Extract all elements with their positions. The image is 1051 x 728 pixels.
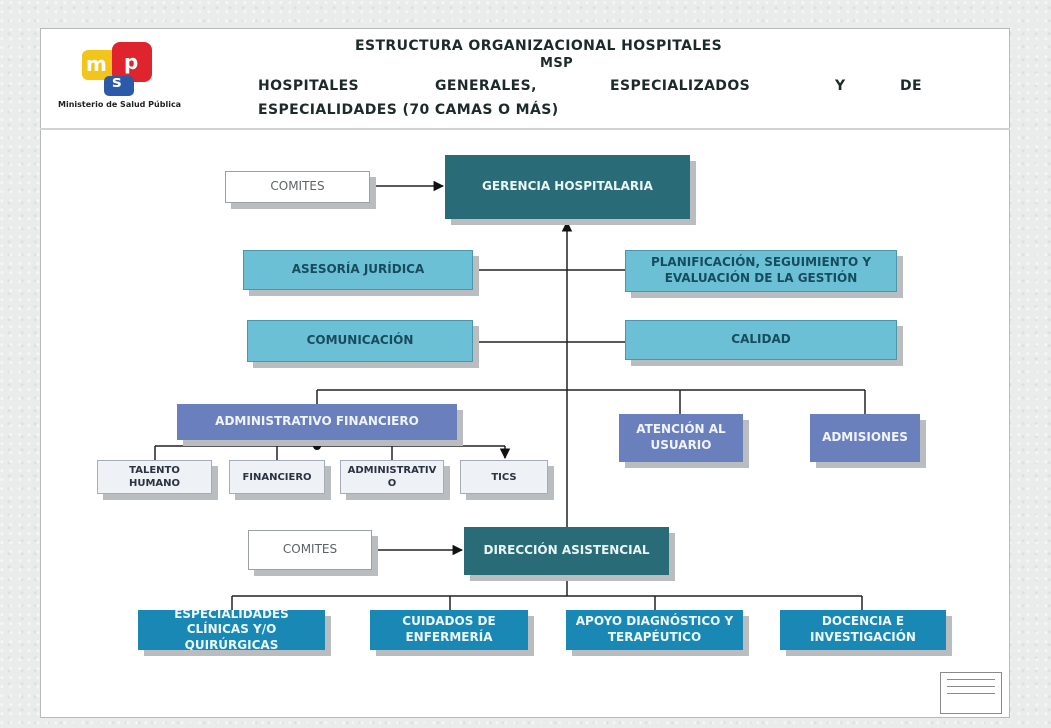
- subtitle-word-5: DE: [900, 78, 922, 94]
- comites-bottom-box: COMITES: [248, 530, 372, 570]
- header-divider: [40, 128, 1010, 130]
- logo-caption: Ministerio de Salud Pública: [58, 100, 182, 109]
- logo-letter-p: p: [124, 50, 139, 74]
- gerencia-hospitalaria-box: GERENCIA HOSPITALARIA: [445, 155, 690, 219]
- administrativo-financiero-box: ADMINISTRATIVO FINANCIERO: [177, 404, 457, 440]
- logo-blue-shape: s: [104, 72, 134, 96]
- apoyo-diagnostico-box: APOYO DIAGNÓSTICO Y TERAPÉUTICO: [566, 610, 743, 650]
- comites-top-box: COMITES: [225, 171, 370, 203]
- financiero-box: FINANCIERO: [229, 460, 325, 494]
- logo-letter-s: s: [112, 72, 122, 91]
- planificacion-box: PLANIFICACIÓN, SEGUIMIENTO Y EVALUACIÓN …: [625, 250, 897, 292]
- logo-yellow-shape: m: [82, 50, 116, 80]
- atencion-usuario-box: ATENCIÓN AL USUARIO: [619, 414, 743, 462]
- cuidados-enfermeria-box: CUIDADOS DE ENFERMERÍA: [370, 610, 528, 650]
- subtitle-word-2: GENERALES,: [435, 78, 537, 94]
- msp-logo: m p s: [82, 42, 154, 98]
- talento-humano-box: TALENTO HUMANO: [97, 460, 212, 494]
- direccion-asistencial-box: DIRECCIÓN ASISTENCIAL: [464, 527, 669, 575]
- document-stamp: [940, 672, 1002, 714]
- subtitle-line-2: ESPECIALIDADES (70 CAMAS O MÁS): [258, 102, 559, 118]
- logo-letter-m: m: [86, 52, 107, 76]
- docencia-investigacion-box: DOCENCIA E INVESTIGACIÓN: [780, 610, 946, 650]
- subtitle-word-3: ESPECIALIZADOS: [610, 78, 751, 94]
- subtitle-word-1: HOSPITALES: [258, 78, 360, 94]
- header-title: ESTRUCTURA ORGANIZACIONAL HOSPITALES: [355, 38, 723, 54]
- especialidades-box: ESPECIALIDADES CLÍNICAS Y/O QUIRÚRGICAS: [138, 610, 325, 650]
- asesoria-juridica-box: ASESORÍA JURÍDICA: [243, 250, 473, 290]
- calidad-box: CALIDAD: [625, 320, 897, 360]
- comunicacion-box: COMUNICACIÓN: [247, 320, 473, 362]
- org-chart-sheet: [40, 28, 1010, 718]
- admisiones-box: ADMISIONES: [810, 414, 920, 462]
- tics-box: TICS: [460, 460, 548, 494]
- subtitle-word-4: Y: [835, 78, 846, 94]
- logo-red-shape: p: [112, 42, 152, 82]
- header-title-msp: MSP: [540, 56, 574, 71]
- administrativo-box: ADMINISTRATIV O: [340, 460, 444, 494]
